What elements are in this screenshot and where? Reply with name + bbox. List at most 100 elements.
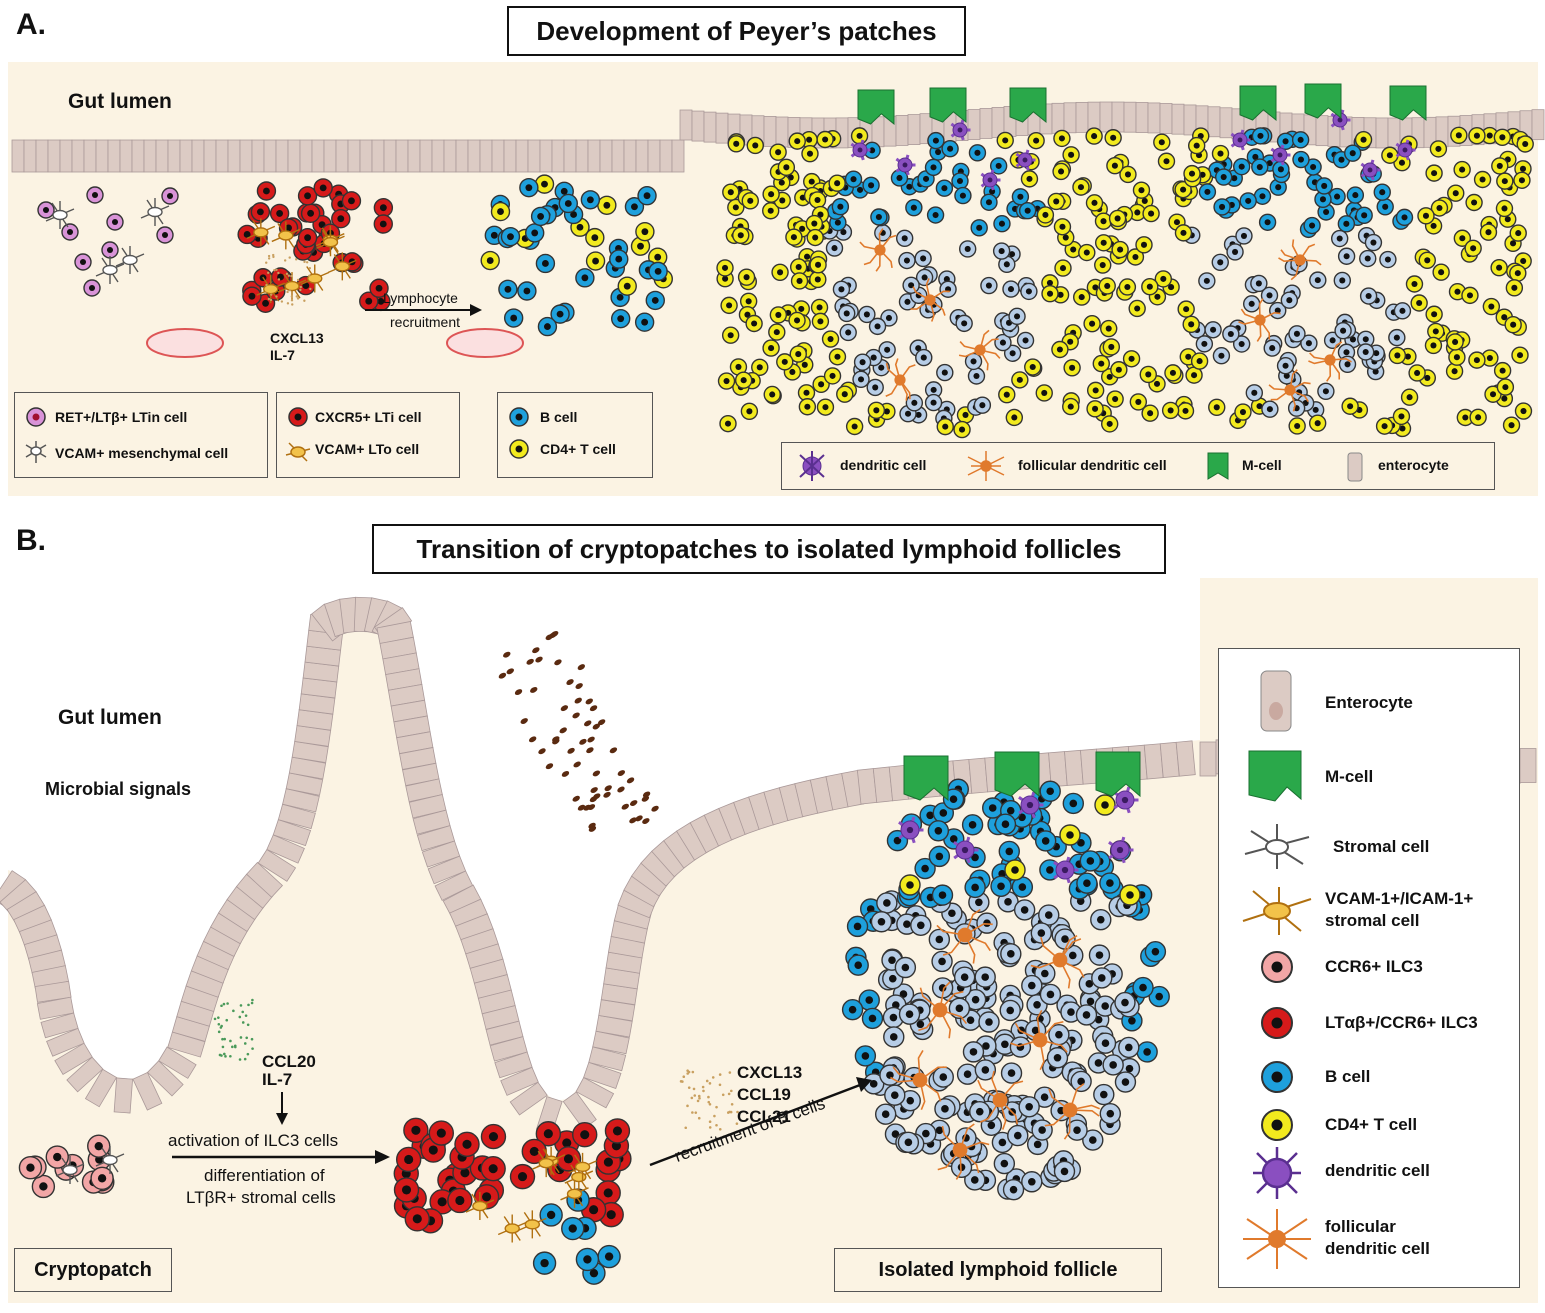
b-cell xyxy=(539,1203,563,1227)
patch-cell xyxy=(741,192,759,210)
patch-cell xyxy=(980,276,998,295)
arrow-lymphocyte-recruitment xyxy=(365,304,482,316)
ltin-cell xyxy=(156,226,174,244)
enterocyte xyxy=(1375,117,1389,149)
dendritic-cell xyxy=(1230,129,1251,151)
follicular-dendritic-cell xyxy=(1238,298,1281,342)
t-cell xyxy=(1094,794,1116,816)
patch-cell xyxy=(1018,201,1037,220)
chemokine-dot xyxy=(225,1018,229,1022)
chemokine-dot xyxy=(308,274,311,277)
patch-cell xyxy=(1234,403,1252,421)
chemokine-dot xyxy=(243,1042,247,1045)
follicle-cell xyxy=(1021,1171,1043,1193)
patch-cell xyxy=(915,348,933,367)
patch-cell xyxy=(1111,240,1129,259)
patch-cell xyxy=(816,398,835,416)
follicle-cell xyxy=(884,1084,906,1106)
chemokine-dot xyxy=(684,1126,688,1130)
chemokine-dot xyxy=(247,1003,250,1007)
enterocyte xyxy=(239,139,253,173)
chemokine-dot xyxy=(729,1110,733,1114)
lymphocyte xyxy=(624,197,645,217)
patch-cell xyxy=(1119,165,1137,184)
patch-cell xyxy=(1118,278,1137,296)
cells-panel-b xyxy=(18,630,1170,1285)
legend-m-cell-a: M-cell xyxy=(1242,457,1282,473)
dendritic-cell xyxy=(1018,791,1044,819)
enterocyte xyxy=(763,116,777,147)
patch-cell xyxy=(1430,199,1449,217)
patch-cell xyxy=(1490,258,1508,277)
microbe xyxy=(617,770,626,776)
patch-cell xyxy=(1122,350,1141,368)
patch-cell xyxy=(763,385,781,404)
chemokine-dot xyxy=(267,257,271,260)
follicle-cell xyxy=(1018,1096,1040,1118)
patch-cell xyxy=(788,132,806,150)
patch-cell xyxy=(1381,146,1399,164)
patch-cell xyxy=(1108,209,1127,228)
enterocyte xyxy=(1171,103,1185,135)
patch-cell xyxy=(1418,251,1436,270)
patch-cell xyxy=(1479,223,1498,241)
follicle-cell xyxy=(898,1003,921,1025)
patch-cell xyxy=(1269,178,1287,196)
patch-cell xyxy=(936,363,954,382)
lti-cell xyxy=(269,203,290,224)
patch-cell xyxy=(1482,297,1501,316)
chemokine-dot xyxy=(687,1086,691,1089)
patch-cell xyxy=(809,270,827,289)
chemokine-dot xyxy=(286,290,289,294)
patch-cell xyxy=(832,280,851,299)
microbe xyxy=(617,786,625,793)
follicle-cell xyxy=(1114,991,1136,1014)
enterocyte xyxy=(635,139,649,173)
patch-cell xyxy=(1432,263,1450,281)
follicle-cell xyxy=(854,1045,877,1067)
chemokine-dot xyxy=(286,302,290,305)
patch-cell xyxy=(1356,343,1375,361)
patch-cell xyxy=(1104,129,1122,147)
patch-cell xyxy=(1364,233,1383,252)
patch-cell xyxy=(1359,287,1378,305)
enterocyte xyxy=(299,139,313,173)
b-cell xyxy=(575,1247,600,1272)
chemokine-dot xyxy=(702,1089,705,1093)
follicle-cell xyxy=(1013,899,1036,921)
microbe xyxy=(635,815,643,822)
microbe xyxy=(520,718,528,724)
patch-cell xyxy=(1453,160,1471,179)
chemokine-dot xyxy=(229,1054,232,1058)
patch-cell xyxy=(798,398,817,416)
legend-a4-icons xyxy=(799,451,1363,482)
follicular-dendritic-cell xyxy=(1268,369,1311,412)
patch-cell xyxy=(1496,378,1515,396)
lto-cell xyxy=(518,1210,547,1239)
lti-cell xyxy=(242,286,262,306)
lymphocyte xyxy=(517,281,537,301)
patch-cell xyxy=(825,239,844,257)
chemokine-dot xyxy=(290,274,293,278)
patch-cell xyxy=(1250,274,1268,293)
ccr6-ilc3 xyxy=(18,1155,43,1180)
patch-cell xyxy=(1253,187,1272,205)
chemokine-dot xyxy=(269,298,273,302)
chemokine-dot xyxy=(217,1016,220,1019)
follicle-cell xyxy=(910,914,932,936)
vessel xyxy=(446,328,524,358)
follicle-cell xyxy=(1132,976,1154,999)
patch-cell xyxy=(953,420,971,439)
ilc3 xyxy=(447,1187,473,1214)
chemokine-dot xyxy=(220,1004,223,1008)
microbe xyxy=(592,770,601,777)
enterocyte xyxy=(11,139,25,173)
enterocyte xyxy=(434,870,474,901)
legend-a-3: B cell CD4+ T cell xyxy=(497,392,653,478)
ltin-cell xyxy=(74,253,92,271)
patch-cell xyxy=(1232,335,1251,353)
chemokine-dot xyxy=(251,1047,254,1050)
enterocyte xyxy=(277,803,316,830)
lto-cell xyxy=(316,228,345,257)
patch-cell xyxy=(989,157,1008,175)
